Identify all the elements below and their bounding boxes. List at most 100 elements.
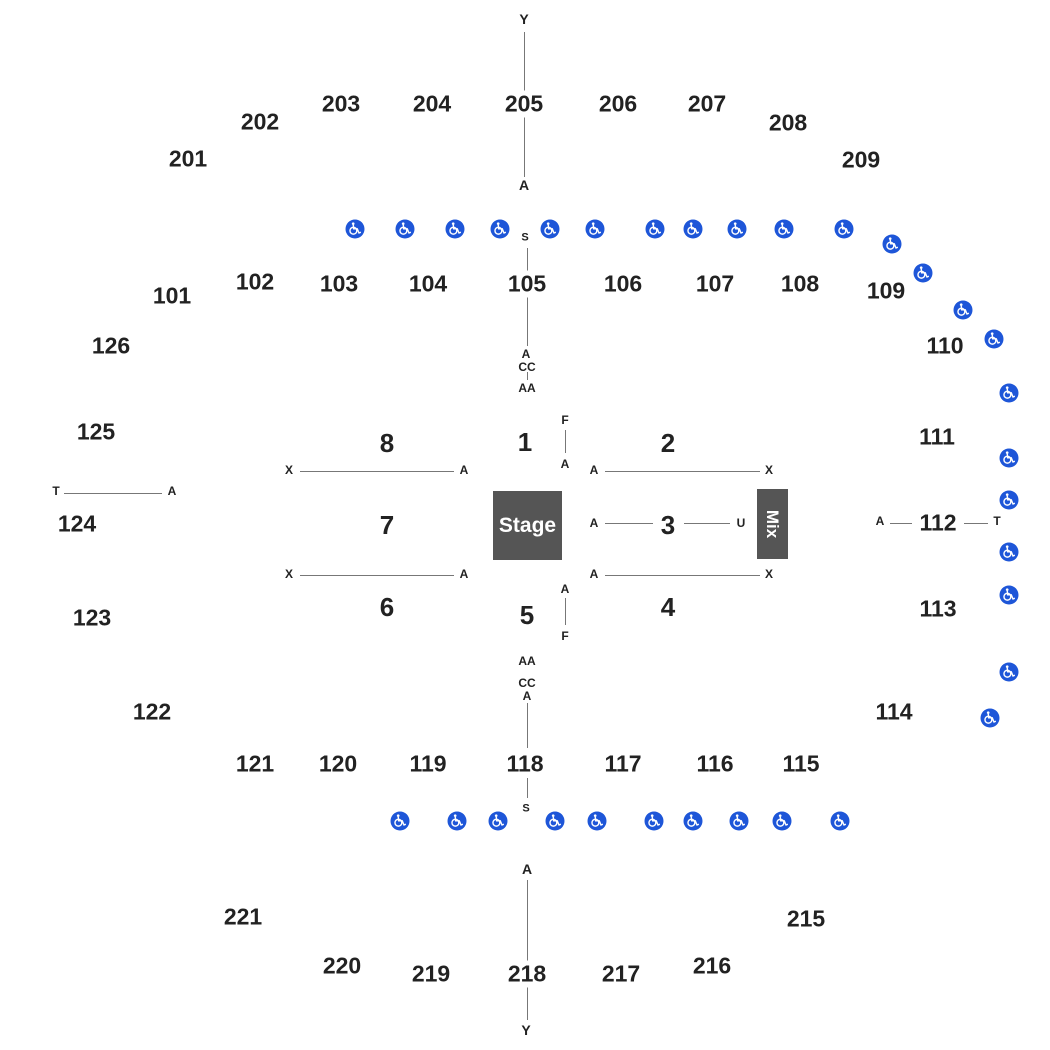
section-115[interactable]: 115 xyxy=(782,750,820,777)
floor-section-3[interactable]: 3 xyxy=(660,510,676,540)
wheelchair-icon xyxy=(729,811,749,831)
section-205[interactable]: 205 xyxy=(504,90,544,118)
wheelchair-icon xyxy=(683,811,703,831)
section-126[interactable]: 126 xyxy=(91,332,131,359)
row-label-cc-bottom: CC xyxy=(518,676,536,690)
section-207[interactable]: 207 xyxy=(687,90,727,117)
wheelchair-icon xyxy=(999,585,1019,605)
row-label-f-bottom: F xyxy=(561,629,569,643)
section-104[interactable]: 104 xyxy=(408,270,448,297)
floor-section-4[interactable]: 4 xyxy=(660,592,676,622)
section-208[interactable]: 208 xyxy=(768,109,808,136)
floor-section-5[interactable]: 5 xyxy=(519,600,535,630)
wheelchair-icon xyxy=(980,708,1000,728)
row-label-x-2: X xyxy=(764,463,774,477)
row-line-112-right xyxy=(964,523,988,524)
wheelchair-icon xyxy=(772,811,792,831)
section-125[interactable]: 125 xyxy=(76,418,116,445)
wheelchair-icon xyxy=(774,219,794,239)
section-114[interactable]: 114 xyxy=(875,698,913,725)
wheelchair-icon xyxy=(999,542,1019,562)
section-220[interactable]: 220 xyxy=(322,952,362,979)
row-label-aa-bottom: AA xyxy=(518,654,536,668)
mix-position: Mix xyxy=(757,489,788,559)
section-218[interactable]: 218 xyxy=(507,960,547,988)
floor-section-2[interactable]: 2 xyxy=(660,428,676,458)
section-201[interactable]: 201 xyxy=(168,145,208,172)
wheelchair-icon xyxy=(490,219,510,239)
wheelchair-icon xyxy=(830,811,850,831)
section-105[interactable]: 105 xyxy=(507,270,547,298)
section-106[interactable]: 106 xyxy=(603,270,643,297)
wheelchair-icon xyxy=(999,490,1019,510)
section-215[interactable]: 215 xyxy=(786,905,826,932)
row-label-a-205: A xyxy=(518,177,530,193)
wheelchair-icon xyxy=(395,219,415,239)
wheelchair-icon xyxy=(488,811,508,831)
section-216[interactable]: 216 xyxy=(692,952,732,979)
section-122[interactable]: 122 xyxy=(132,698,172,725)
section-108[interactable]: 108 xyxy=(780,270,820,297)
section-221[interactable]: 221 xyxy=(223,903,263,930)
row-line-4 xyxy=(605,575,760,576)
section-120[interactable]: 120 xyxy=(318,750,358,777)
wheelchair-icon xyxy=(645,219,665,239)
section-117[interactable]: 117 xyxy=(604,750,642,777)
row-label-a-105: A xyxy=(521,347,531,361)
wheelchair-icon xyxy=(834,219,854,239)
section-203[interactable]: 203 xyxy=(321,90,361,117)
section-124[interactable]: 124 xyxy=(57,510,97,537)
section-204[interactable]: 204 xyxy=(412,90,452,117)
stage-label: Stage xyxy=(498,513,557,537)
section-101[interactable]: 101 xyxy=(152,282,192,309)
row-label-x-6: X xyxy=(284,567,294,581)
section-109[interactable]: 109 xyxy=(866,277,906,304)
section-103[interactable]: 103 xyxy=(319,270,359,297)
wheelchair-icon xyxy=(345,219,365,239)
floor-section-1[interactable]: 1 xyxy=(517,427,533,457)
section-217[interactable]: 217 xyxy=(601,960,641,987)
section-110[interactable]: 110 xyxy=(926,332,964,359)
wheelchair-icon xyxy=(913,263,933,283)
section-116[interactable]: 116 xyxy=(696,750,734,777)
stage: Stage xyxy=(493,491,562,560)
aisle-line-f-bottom xyxy=(565,598,566,625)
row-label-a-218: A xyxy=(521,861,533,877)
wheelchair-icon xyxy=(999,662,1019,682)
row-label-t-124: T xyxy=(52,484,60,498)
wheelchair-icon xyxy=(953,300,973,320)
wheelchair-icon xyxy=(447,811,467,831)
section-119[interactable]: 119 xyxy=(409,750,447,777)
wheelchair-icon xyxy=(882,234,902,254)
row-line-2 xyxy=(605,471,760,472)
floor-section-6[interactable]: 6 xyxy=(379,592,395,622)
wheelchair-icon xyxy=(683,219,703,239)
row-label-a-124: A xyxy=(167,484,177,498)
section-206[interactable]: 206 xyxy=(598,90,638,117)
row-label-a-4: A xyxy=(589,567,599,581)
wheelchair-icon xyxy=(390,811,410,831)
floor-section-7[interactable]: 7 xyxy=(379,510,395,540)
section-118[interactable]: 118 xyxy=(506,750,544,778)
section-111[interactable]: 111 xyxy=(919,423,955,450)
wheelchair-icon xyxy=(585,219,605,239)
section-102[interactable]: 102 xyxy=(235,268,275,295)
section-121[interactable]: 121 xyxy=(235,750,275,777)
section-107[interactable]: 107 xyxy=(695,270,735,297)
aisle-line-118 xyxy=(527,703,528,748)
section-219[interactable]: 219 xyxy=(411,960,451,987)
row-label-a-3: A xyxy=(589,516,599,530)
section-112[interactable]: 112 xyxy=(919,509,957,536)
section-123[interactable]: 123 xyxy=(72,604,112,631)
row-label-f-top: F xyxy=(561,413,569,427)
floor-section-8[interactable]: 8 xyxy=(379,428,395,458)
row-label-aa-top: AA xyxy=(518,381,536,395)
row-line-8 xyxy=(300,471,454,472)
row-label-a-118: A xyxy=(522,689,532,703)
wheelchair-icon xyxy=(540,219,560,239)
section-209[interactable]: 209 xyxy=(841,146,881,173)
section-113[interactable]: 113 xyxy=(919,595,957,622)
row-label-a-112: A xyxy=(875,514,885,528)
row-line-6 xyxy=(300,575,454,576)
section-202[interactable]: 202 xyxy=(240,108,280,135)
